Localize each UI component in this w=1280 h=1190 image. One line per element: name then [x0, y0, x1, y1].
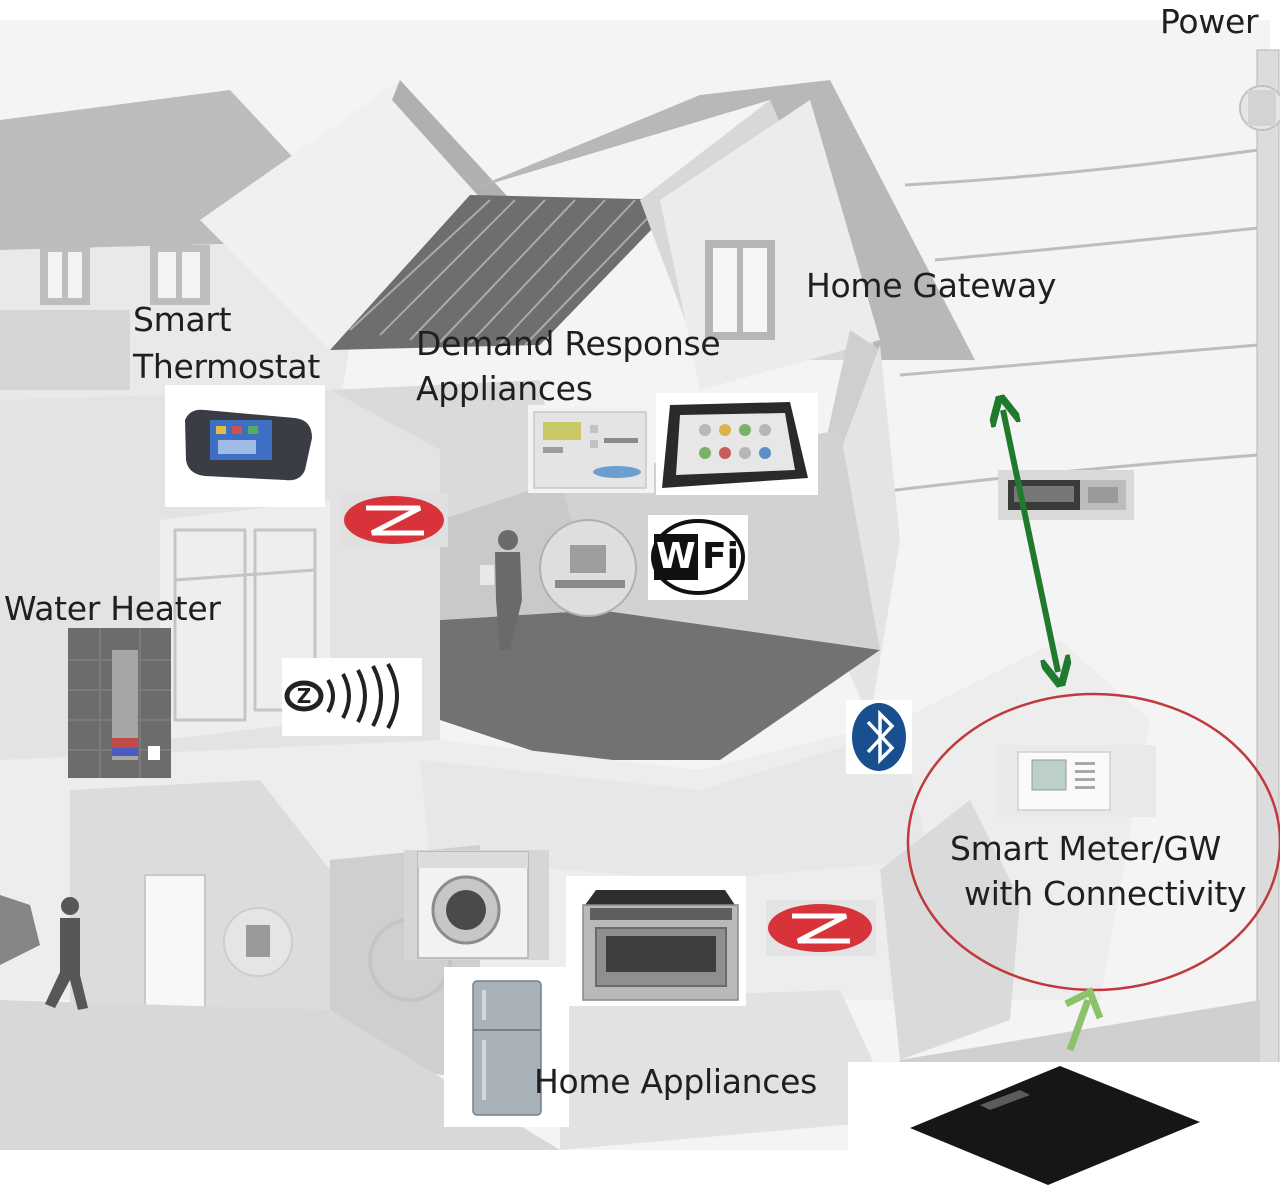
water-heater-label: Water Heater — [4, 589, 221, 628]
wifi-logo-wi: Wi — [656, 536, 709, 577]
wifi-logo: Wi Fi — [650, 534, 746, 580]
back-left-house — [0, 90, 370, 400]
highlight-circle — [906, 692, 1280, 992]
home-appliances-label: Home Appliances — [534, 1062, 818, 1101]
smart-meter-label-line2: with Connectivity — [964, 874, 1247, 913]
middle-gable — [200, 80, 680, 350]
zigbee-logo-upper — [340, 493, 448, 547]
chip-meter-arrow — [1064, 987, 1104, 1052]
demand-response-label-line2: Appliances — [416, 369, 593, 408]
zwave-logo — [282, 658, 422, 736]
wifi-logo-fi: Fi — [702, 536, 739, 577]
power-label: Power — [1160, 2, 1259, 41]
smart-thermostat-label-line1: Smart — [133, 300, 232, 339]
zigbee-logo-lower — [766, 900, 876, 956]
chip-device — [848, 1062, 1280, 1190]
smart-thermostat-device — [165, 385, 325, 507]
stove-device — [566, 876, 746, 1006]
home-gateway-label: Home Gateway — [806, 266, 1057, 305]
smart-thermostat-label-line2: Thermostat — [133, 347, 320, 386]
smart-meter-device — [996, 745, 1156, 817]
refrigerator-device — [444, 967, 569, 1127]
water-heater-device — [68, 628, 171, 778]
person-upstairs — [480, 530, 522, 650]
demand-response-device-2 — [656, 393, 818, 495]
gateway-meter-arrow — [1003, 410, 1058, 672]
smart-meter-label-line1: Smart Meter/GW — [950, 829, 1222, 868]
demand-response-label-line1: Demand Response — [416, 324, 721, 363]
person-walking — [45, 897, 88, 1010]
zwave-logo-letter: Z — [296, 684, 312, 708]
washing-machine-device — [404, 850, 549, 960]
demand-response-device-1 — [528, 405, 654, 493]
power-pole — [1239, 49, 1280, 1111]
bluetooth-logo — [846, 700, 912, 774]
